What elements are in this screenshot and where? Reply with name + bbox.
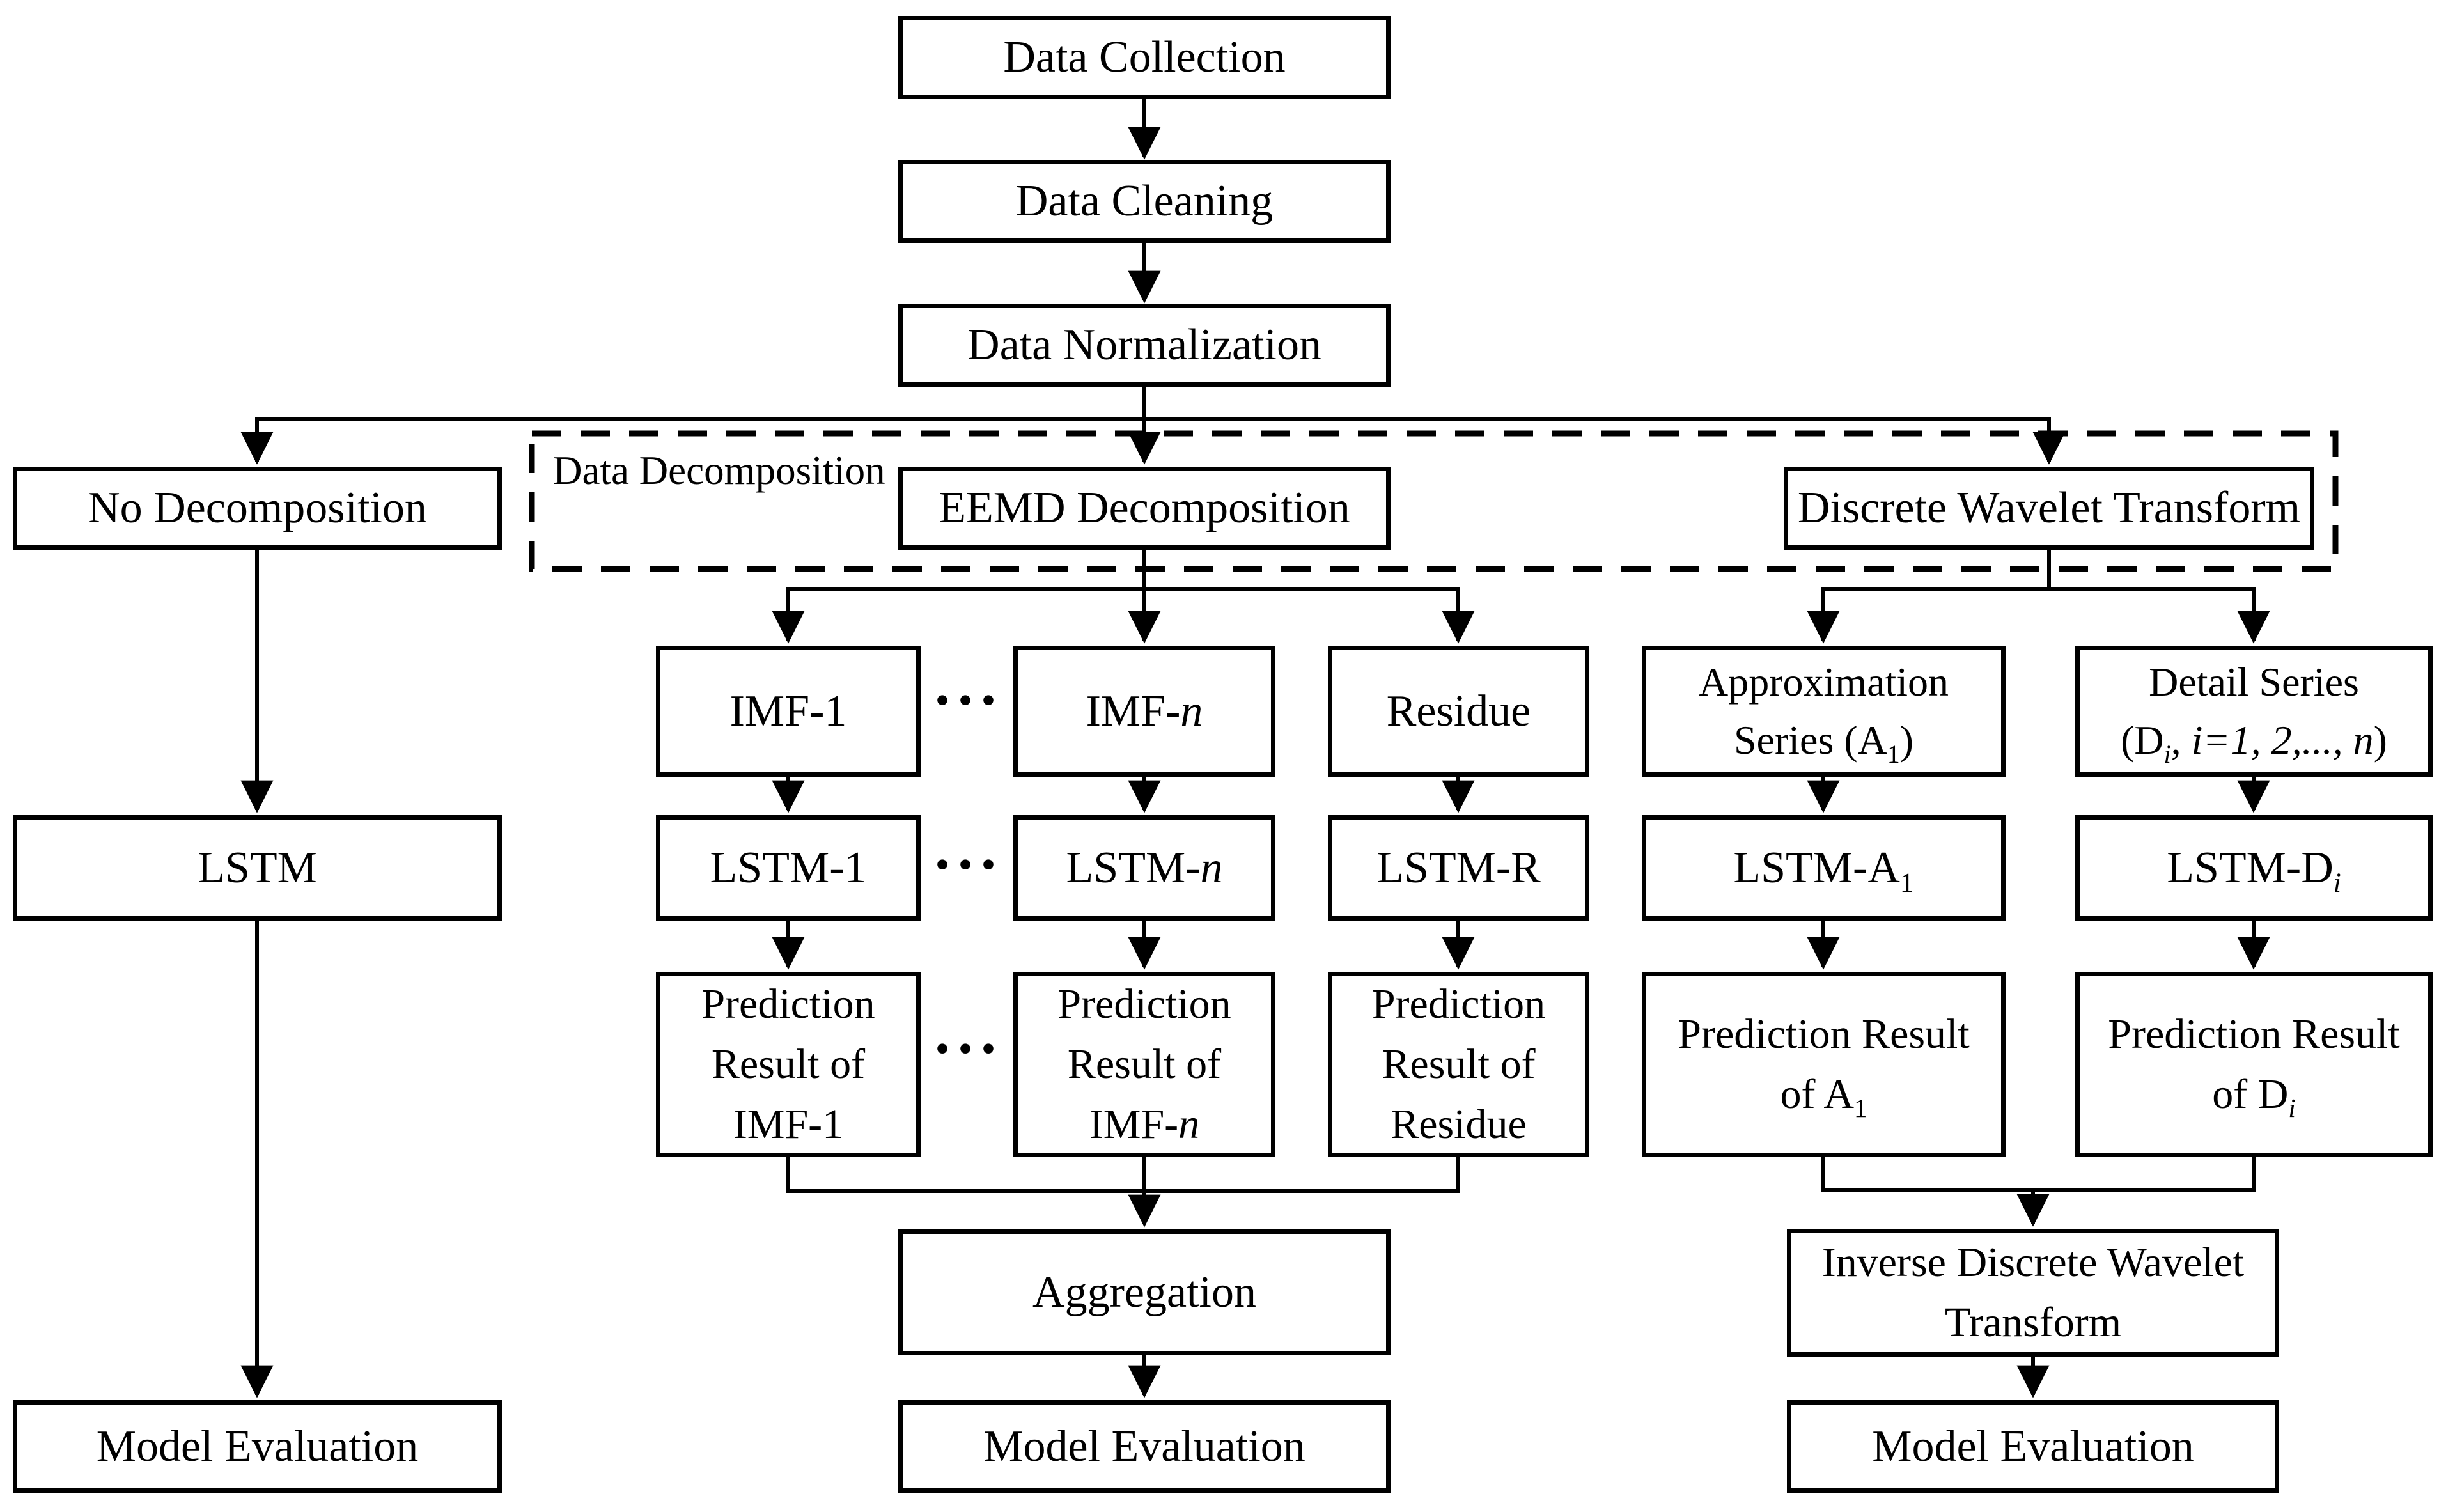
- ellipsis-series-row: ···: [931, 666, 1002, 735]
- node-label: Detail Series(Di, i=1, 2,..., n): [2121, 659, 2387, 768]
- node-model-evaluation-middle: Model Evaluation: [898, 1400, 1391, 1493]
- node-label: Model Evaluation: [983, 1421, 1305, 1471]
- node-model-evaluation-left: Model Evaluation: [13, 1400, 502, 1493]
- node-label: Data Collection: [1003, 33, 1286, 82]
- node-eemd-decomposition: EEMD Decomposition: [898, 467, 1391, 550]
- connector-prediction-merge-to-aggregation: [786, 1157, 1460, 1228]
- dashed-data-decomposition-outline: [529, 430, 2339, 572]
- node-label: Model Evaluation: [96, 1421, 419, 1471]
- node-imf-n: IMF-n: [1013, 646, 1275, 777]
- node-label: LSTM-1: [710, 843, 867, 892]
- connector-dwt-two-way-split: [1807, 549, 2270, 644]
- node-label: LSTM-R: [1376, 843, 1541, 892]
- node-aggregation: Aggregation: [898, 1229, 1391, 1355]
- node-label: Model Evaluation: [1872, 1421, 2194, 1471]
- node-imf-1: IMF-1: [656, 646, 921, 777]
- node-lstm: LSTM: [13, 815, 502, 921]
- node-data-cleaning: Data Cleaning: [898, 160, 1391, 243]
- node-residue: Residue: [1328, 646, 1589, 777]
- connectors-series-to-lstm-row: [772, 776, 2270, 813]
- connectors-lstm-to-prediction-row: [772, 920, 2270, 970]
- node-lstm-r: LSTM-R: [1328, 815, 1589, 921]
- node-label: No Decomposition: [88, 483, 427, 533]
- node-label: LSTM-Di: [2167, 843, 2341, 898]
- node-data-normalization: Data Normalization: [898, 304, 1391, 387]
- node-discrete-wavelet-transform: Discrete Wavelet Transform: [1784, 467, 2314, 550]
- node-label: LSTM: [198, 843, 317, 892]
- node-label: Discrete Wavelet Transform: [1797, 483, 2301, 533]
- node-lstm-1: LSTM-1: [656, 815, 921, 921]
- node-model-evaluation-right: Model Evaluation: [1787, 1400, 2279, 1493]
- node-label: IMF-1: [729, 686, 847, 736]
- node-label: Residue: [1386, 686, 1531, 736]
- node-data-collection: Data Collection: [898, 16, 1391, 99]
- node-label: EEMD Decomposition: [939, 483, 1350, 533]
- node-no-decomposition: No Decomposition: [13, 467, 502, 550]
- node-detail-series: Detail Series(Di, i=1, 2,..., n): [2075, 646, 2433, 777]
- node-lstm-di: LSTM-Di: [2075, 815, 2433, 921]
- node-label: LSTM-A1: [1733, 843, 1914, 898]
- connector-eemd-three-way-split: [772, 549, 1475, 644]
- connector-normalization-three-way-split: [240, 386, 2066, 465]
- ellipsis-lstm-row: ···: [931, 830, 1002, 899]
- ellipsis-prediction-row: ···: [931, 1014, 1002, 1083]
- node-label: LSTM-n: [1066, 843, 1223, 892]
- data-decomposition-group-label: Data Decomposition: [553, 448, 885, 493]
- node-label: Data Cleaning: [1015, 176, 1274, 226]
- node-label: Aggregation: [1032, 1267, 1256, 1317]
- node-label: IMF-n: [1086, 686, 1203, 736]
- node-label: Data Normalization: [967, 320, 1321, 370]
- connector-prediction-merge-to-idwt: [1821, 1157, 2256, 1227]
- node-lstm-n: LSTM-n: [1013, 815, 1275, 921]
- node-lstm-a1: LSTM-A1: [1642, 815, 2006, 921]
